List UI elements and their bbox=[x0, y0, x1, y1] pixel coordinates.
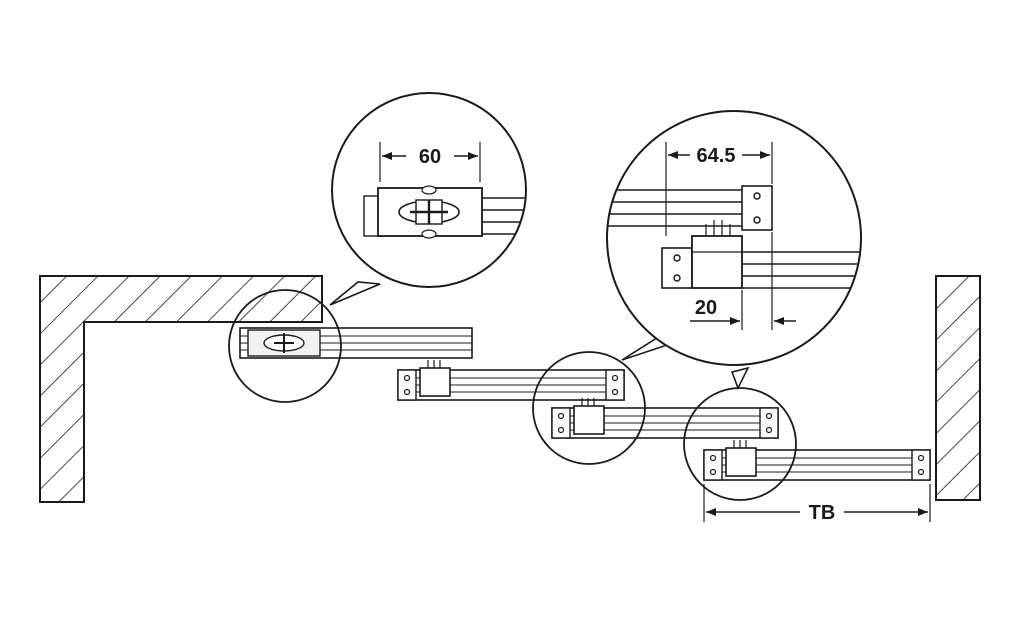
zoom-callout-coupling: 60 bbox=[329, 92, 527, 306]
detail-circle-left bbox=[228, 289, 342, 403]
detail-circle-right bbox=[683, 387, 797, 501]
dimension-tb: TB bbox=[703, 484, 931, 524]
bracket-detail-icon bbox=[691, 235, 743, 289]
dimension-label-60: 60 bbox=[419, 146, 441, 168]
left-cabinet-wall bbox=[39, 275, 323, 503]
right-cabinet-wall bbox=[935, 275, 981, 501]
bracket-block-icon bbox=[419, 367, 451, 397]
detail-circle-middle bbox=[532, 351, 646, 465]
rail-4 bbox=[703, 440, 931, 481]
bracket-block-icon bbox=[725, 447, 757, 477]
rail-1 bbox=[239, 327, 473, 359]
zoom-callout-bracket: 64.5 20 bbox=[606, 110, 862, 390]
dimension-label-20: 20 bbox=[695, 297, 717, 319]
bracket-block-icon bbox=[573, 405, 605, 435]
dimension-label-tb: TB bbox=[809, 502, 836, 524]
rail-3 bbox=[551, 398, 779, 439]
dimension-label-64-5: 64.5 bbox=[697, 145, 736, 167]
rail-2 bbox=[397, 360, 625, 401]
